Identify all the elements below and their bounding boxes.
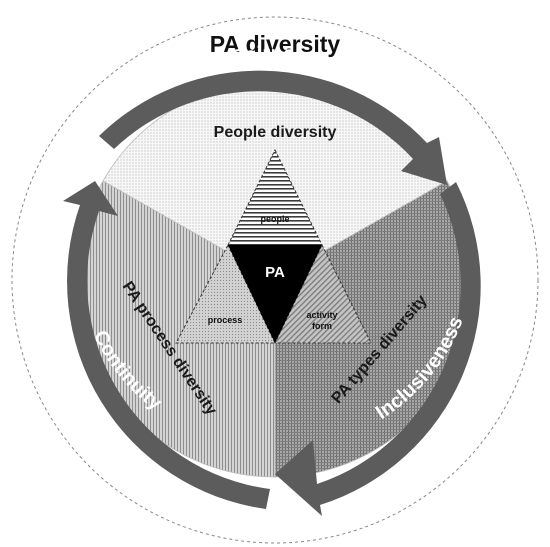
triangle-center xyxy=(228,245,322,343)
inclusiveness-arrow xyxy=(275,182,481,516)
triangle-activity-label-1: activity xyxy=(306,310,337,320)
central-triangle xyxy=(175,148,372,344)
triangle-activity-label-2: form xyxy=(312,321,332,331)
people-diversity-label: People diversity xyxy=(214,124,337,141)
triangle-activity xyxy=(274,243,372,344)
triangle-process-label: process xyxy=(208,315,243,325)
diagram-title: PA diversity xyxy=(210,31,341,57)
continuity-arrow xyxy=(63,181,270,509)
cycle-arrows xyxy=(63,70,481,516)
fairness-label: Fairness xyxy=(231,43,319,69)
triangle-center-label: PA xyxy=(265,264,285,281)
fairness-arrow xyxy=(99,70,447,185)
triangle-process xyxy=(175,243,276,344)
triangle-people-label: people xyxy=(260,214,289,224)
